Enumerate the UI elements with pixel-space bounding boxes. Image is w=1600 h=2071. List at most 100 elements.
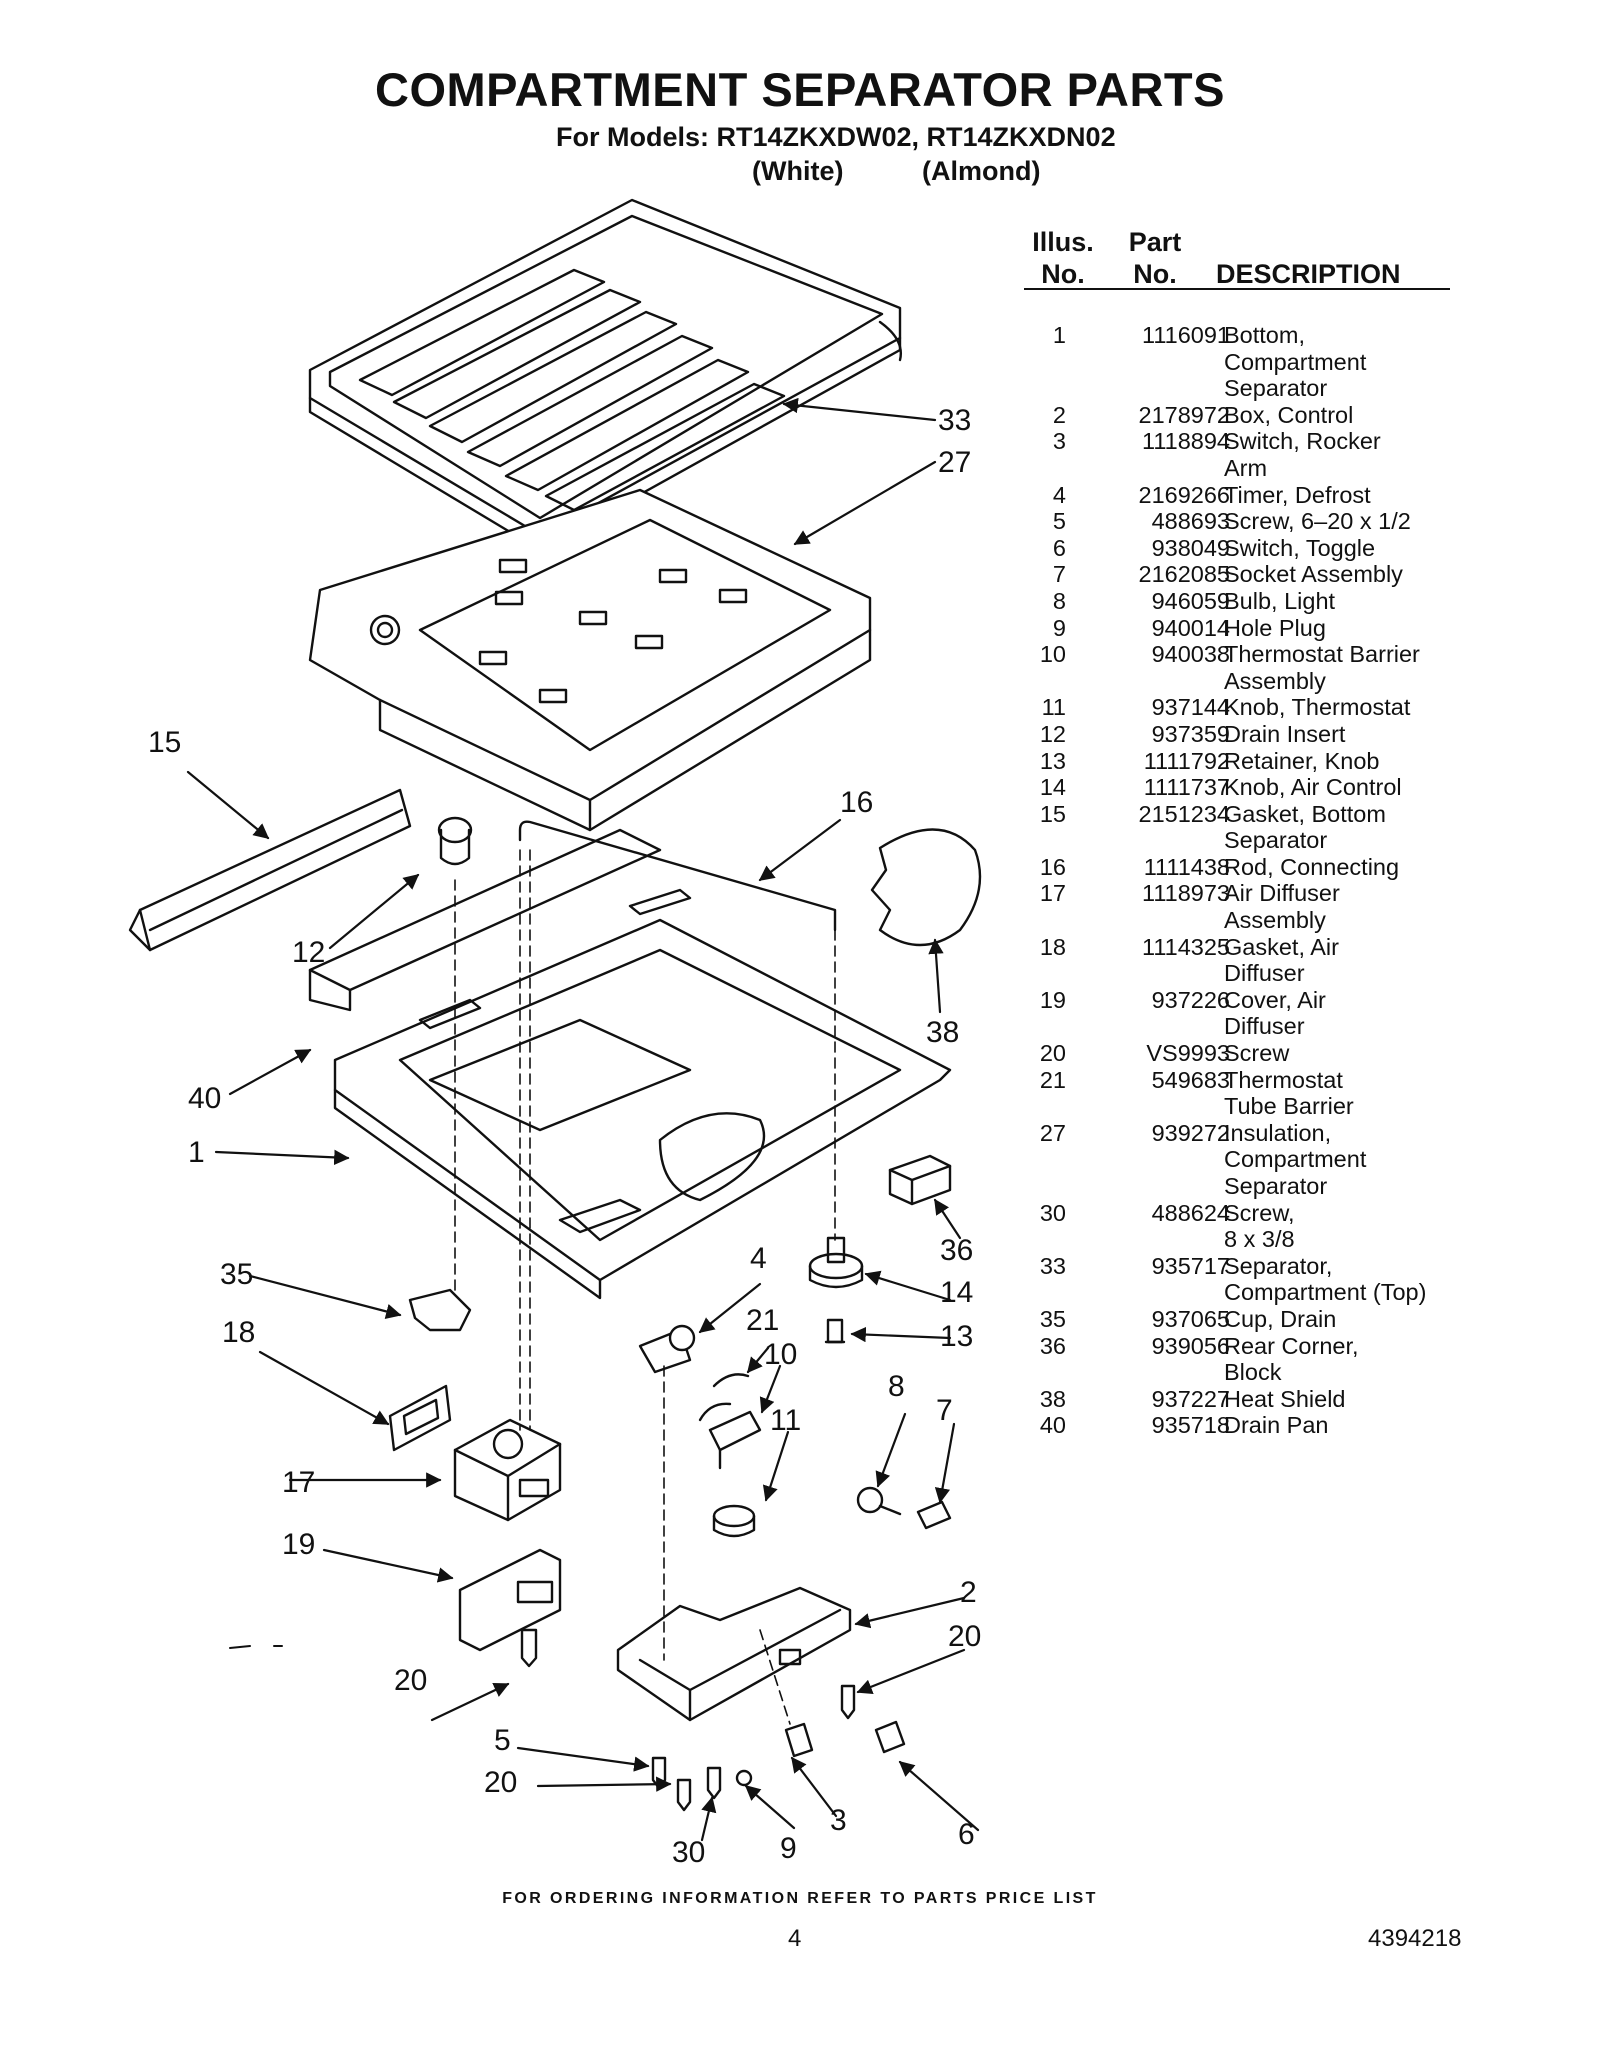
illus-number: 5 xyxy=(1052,508,1066,535)
part-number: 940038 xyxy=(1151,641,1230,668)
part-description: Bottom, Compartment Separator xyxy=(1224,322,1367,402)
part-number: VS9993 xyxy=(1146,1040,1230,1067)
callout-36: 36 xyxy=(940,1234,973,1267)
connecting-rod xyxy=(518,820,837,932)
top-separator-tray xyxy=(308,198,902,552)
callout-7: 7 xyxy=(936,1394,953,1427)
air-control-knob xyxy=(808,1236,864,1289)
callout-12: 12 xyxy=(292,936,325,969)
color-almond: (Almond) xyxy=(922,156,1041,186)
air-diffuser-gasket xyxy=(388,1384,452,1452)
header-part-line1: Part xyxy=(1128,227,1182,257)
part-number: 488624 xyxy=(1151,1199,1230,1226)
part-number: 935717 xyxy=(1151,1252,1230,1279)
part-description: Thermostat Tube Barrier xyxy=(1224,1066,1354,1120)
part-number: 937065 xyxy=(1151,1305,1230,1332)
callout-3: 3 xyxy=(830,1804,847,1837)
bottom-separator xyxy=(333,888,952,1300)
part-number: 1111792 xyxy=(1143,747,1230,774)
header-part-line2: No. xyxy=(1133,259,1177,289)
callout-19: 19 xyxy=(282,1528,315,1561)
callout-8: 8 xyxy=(888,1370,905,1403)
part-description: Thermostat Barrier Assembly xyxy=(1224,641,1420,694)
color-white: (White) xyxy=(752,156,844,186)
callout-13: 13 xyxy=(940,1320,973,1353)
callout-20-right: 20 xyxy=(948,1620,981,1653)
part-description: Retainer, Knob xyxy=(1224,747,1380,774)
callout-17: 17 xyxy=(282,1466,315,1499)
illus-number: 4 xyxy=(1052,481,1066,508)
illus-number: 2 xyxy=(1052,401,1066,428)
screw-20-left xyxy=(520,1628,538,1668)
callout-20-left: 20 xyxy=(394,1664,427,1697)
part-description: Rear Corner, Block xyxy=(1224,1332,1359,1386)
knob-retainer xyxy=(824,1318,846,1344)
part-description: Knob, Air Control xyxy=(1224,774,1402,801)
illus-number: 27 xyxy=(1039,1119,1066,1146)
callout-10: 10 xyxy=(764,1338,797,1371)
callout-21: 21 xyxy=(746,1304,779,1337)
air-diffuser-cover xyxy=(458,1548,562,1652)
part-number: 937226 xyxy=(1151,986,1230,1013)
illus-number: 9 xyxy=(1052,614,1066,641)
part-number: 946059 xyxy=(1151,587,1230,614)
illus-number: 38 xyxy=(1039,1385,1066,1412)
drain-pan-strip xyxy=(308,816,662,1012)
illus-number: 10 xyxy=(1039,641,1066,668)
callout-11: 11 xyxy=(770,1404,801,1437)
callout-6: 6 xyxy=(958,1818,975,1851)
illus-number: 12 xyxy=(1039,720,1066,747)
page-title: COMPARTMENT SEPARATOR PARTS xyxy=(375,63,1225,116)
defrost-timer xyxy=(638,1324,696,1374)
callout-1: 1 xyxy=(188,1136,205,1169)
callout-30: 30 xyxy=(672,1836,705,1869)
callout-27: 27 xyxy=(938,446,971,479)
illus-number: 14 xyxy=(1039,774,1066,801)
part-description: Drain Insert xyxy=(1224,720,1346,747)
exploded-parts-diagram: 33 27 15 16 12 38 40 1 36 35 4 14 21 18 … xyxy=(128,198,982,1869)
part-description: Screw, 8 x 3/8 xyxy=(1224,1199,1295,1253)
ordering-footer: FOR ORDERING INFORMATION REFER TO PARTS … xyxy=(502,1890,1098,1907)
illus-number: 15 xyxy=(1039,800,1066,827)
part-number: 488693 xyxy=(1151,508,1230,535)
air-diffuser-assembly xyxy=(453,1418,562,1522)
illus-number: 30 xyxy=(1039,1199,1066,1226)
heat-shield xyxy=(870,828,982,947)
callout-14: 14 xyxy=(940,1276,973,1309)
illus-number: 40 xyxy=(1039,1412,1066,1439)
illus-number: 36 xyxy=(1039,1332,1066,1359)
thermostat-barrier-assembly xyxy=(698,1402,762,1470)
page-number: 4 xyxy=(788,1925,802,1952)
part-description: Cover, Air Diffuser xyxy=(1224,986,1326,1040)
callout-33: 33 xyxy=(938,404,971,437)
callout-40: 40 xyxy=(188,1082,221,1115)
part-description: Knob, Thermostat xyxy=(1224,694,1411,721)
illus-number: 18 xyxy=(1039,933,1066,960)
header-illus-line1: Illus. xyxy=(1032,227,1094,257)
screw-30 xyxy=(706,1766,722,1800)
part-number: 1114325 xyxy=(1142,933,1230,960)
part-description: Timer, Defrost xyxy=(1224,481,1371,508)
callout-35: 35 xyxy=(220,1258,253,1291)
stray-dashes xyxy=(229,1645,283,1649)
part-description: Switch, Toggle xyxy=(1224,534,1376,561)
part-description: Bulb, Light xyxy=(1224,587,1336,614)
part-number: 938049 xyxy=(1151,534,1230,561)
illus-number: 19 xyxy=(1039,986,1066,1013)
part-description: Rod, Connecting xyxy=(1224,853,1400,880)
callout-4: 4 xyxy=(750,1242,767,1275)
